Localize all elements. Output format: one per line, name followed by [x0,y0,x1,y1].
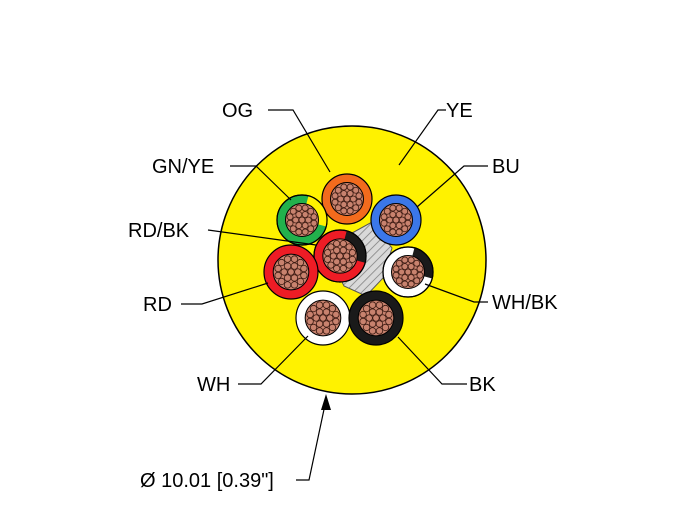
leader-wh [238,335,309,385]
leader-wh-bk [424,283,488,303]
leader-rd-bk [207,229,317,246]
label-rd: RD [143,294,172,316]
conductor-gn-ye [276,194,328,246]
leader-bk [397,336,467,385]
leader-rd [181,282,269,305]
conductor-og [321,173,373,225]
leader-og [268,109,331,173]
conductor-wh-bk [382,246,434,298]
leader-diameter [296,399,327,481]
leader-bu [416,165,488,208]
conductor-bk [348,290,404,346]
leader-lines [181,109,488,481]
label-bk: BK [469,374,496,396]
label-bu: BU [492,156,520,178]
label-rd-bk: RD/BK [128,220,190,242]
conductor-rd-bk [313,229,367,283]
conductor-rd [263,244,319,300]
label-diameter: Ø 10.01 [0.39"] [140,470,274,492]
leader-gn-ye [230,165,292,201]
label-gn-ye: GN/YE [152,156,214,178]
label-wh-bk: WH/BK [492,292,558,314]
label-og: OG [222,100,253,122]
conductor-bu [370,194,422,246]
conductor-group [263,173,434,346]
label-wh: WH [197,374,230,396]
conductor-wh [295,290,351,346]
diameter-arrowhead [321,394,331,410]
label-ye: YE [446,100,473,122]
leader-ye [398,109,446,166]
